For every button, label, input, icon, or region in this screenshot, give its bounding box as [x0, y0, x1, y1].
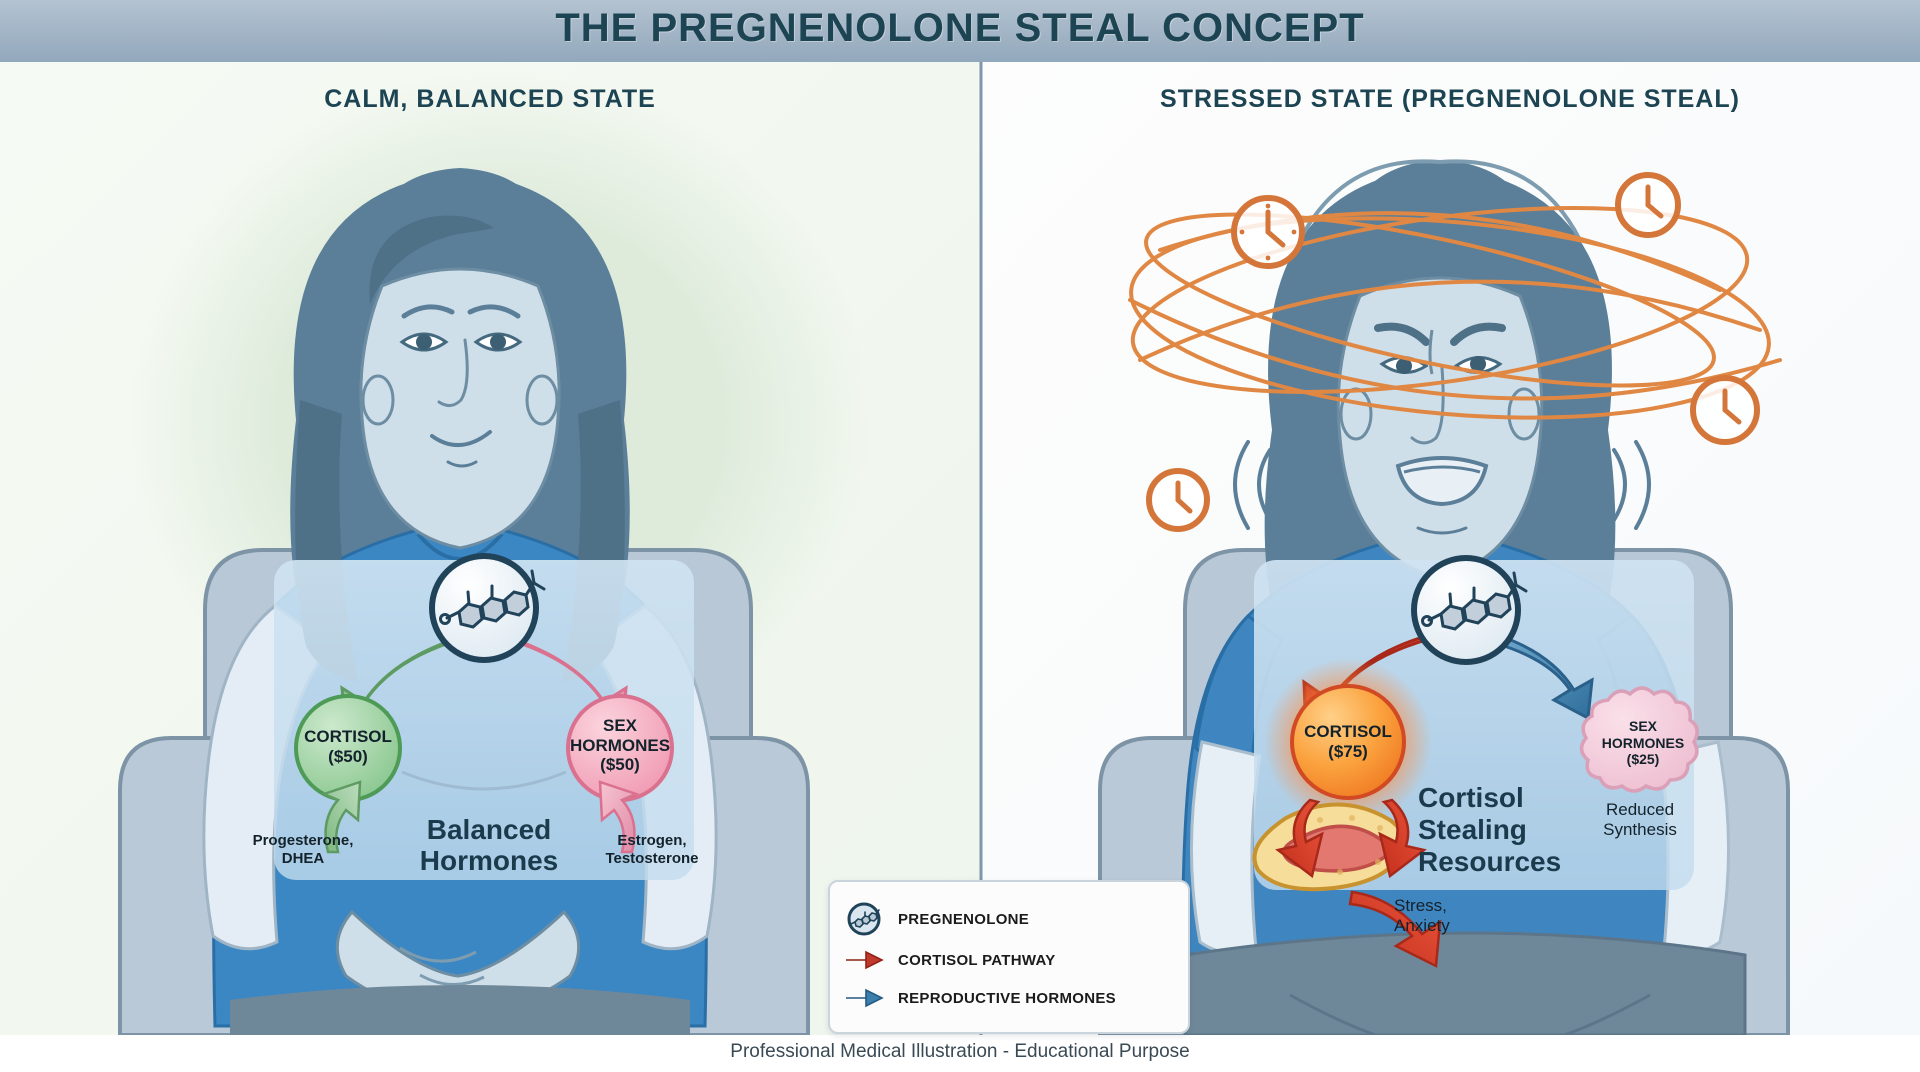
- stress-line2: Anxiety: [1394, 916, 1450, 936]
- legend-item-pregnenolone[interactable]: PREGNENOLONE: [844, 901, 1174, 937]
- hand-line-1: [399, 946, 477, 963]
- legend-box: PREGNENOLONE CORTISOL PATHWAY REPRODUCTI…: [828, 880, 1190, 1034]
- clock-icon-4: [1146, 468, 1210, 532]
- ear-right: [525, 374, 559, 426]
- arm-left-stress: [1189, 740, 1262, 956]
- caption-cortisol-stealing: Cortisol Stealing Resources: [1418, 782, 1608, 879]
- brow-left: [401, 304, 455, 319]
- arrow-gland-right: [1378, 798, 1427, 879]
- reduced-line1: Reduced: [1605, 800, 1675, 819]
- stealing-line3: Resources: [1418, 846, 1562, 878]
- ear-left-stress: [1339, 387, 1373, 441]
- clock-icon-3: [1690, 375, 1760, 445]
- pupil-right-stress: [1470, 356, 1486, 372]
- pregnenolone-molecule-calm: [429, 553, 546, 663]
- stealing-line2: Stealing: [1418, 814, 1527, 846]
- cortisol-name-calm: CORTISOL: [304, 727, 392, 746]
- hair-wisp-2: [1439, 159, 1582, 241]
- calm-card-bg: [274, 560, 694, 880]
- caption-estrogen-line1: Estrogen,: [617, 832, 687, 849]
- sex-amount-stress: ($25): [1626, 751, 1660, 768]
- footer-bar: [0, 1035, 1920, 1072]
- caption-stress-anxiety: Stress, Anxiety: [1394, 896, 1514, 937]
- sex-name2-calm: HORMONES: [569, 735, 671, 755]
- adrenal-gland: [1252, 802, 1407, 892]
- chin-line: [446, 460, 478, 468]
- clock-icon-2: [1615, 172, 1681, 238]
- page-title: THE PREGNENOLONE STEAL CONCEPT: [555, 6, 1365, 50]
- skirt-stress: [1183, 931, 1747, 1037]
- cortisol-name-stress: CORTISOL: [1304, 722, 1392, 741]
- calm-diagram-card: [274, 553, 694, 880]
- caption-estrogen: Estrogen, Testosterone: [570, 832, 734, 868]
- pupil-right: [490, 334, 506, 350]
- teeth-line: [1403, 465, 1481, 474]
- reduced-line2: Synthesis: [1603, 820, 1677, 840]
- legend-item-reproductive-hormones[interactable]: REPRODUCTIVE HORMONES: [844, 983, 1174, 1013]
- stress-clocks: [1146, 172, 1760, 532]
- brow-left-stress: [1374, 322, 1430, 346]
- sex-name-stress: SEX: [1628, 718, 1657, 734]
- ear-left: [361, 374, 395, 426]
- cortisol-node-stress: [1290, 684, 1406, 800]
- stressed-diagram-card: [1252, 555, 1699, 968]
- caption-progesterone-line1: Progesterone,: [252, 832, 354, 849]
- molecule-icon: [847, 902, 881, 936]
- legend-label-cortisol-pathway: CORTISOL PATHWAY: [898, 951, 1056, 969]
- sex-hormones-node-stress: [1579, 686, 1699, 793]
- sex-name2-stress: HORMONES: [1601, 734, 1685, 751]
- skirt: [230, 985, 690, 1035]
- pupil-left: [416, 334, 432, 350]
- hair-part: [369, 215, 494, 304]
- panel-heading-stressed: STRESSED STATE (PREGNENOLONE STEAL): [1160, 85, 1740, 113]
- hair-front-stress: [1340, 160, 1540, 312]
- nose: [437, 338, 469, 407]
- arrow-stress-anxiety: [1348, 890, 1442, 968]
- pregnenolone-molecule-stress: [1411, 555, 1528, 665]
- legend-item-cortisol-pathway[interactable]: CORTISOL PATHWAY: [844, 945, 1174, 975]
- header-bar: [0, 0, 1920, 62]
- balanced-line2: Hormones: [419, 845, 559, 877]
- stealing-line1: Cortisol: [1418, 782, 1524, 813]
- frown-line: [1428, 329, 1434, 375]
- arrow-progesterone: [320, 780, 362, 854]
- footer-caption: Professional Medical Illustration - Educ…: [730, 1041, 1190, 1062]
- mouth-smile: [430, 430, 492, 448]
- cortisol-amount-stress: ($75): [1328, 741, 1368, 761]
- clock-icon-1: [1231, 195, 1305, 269]
- panel-heading-calm: CALM, BALANCED STATE: [324, 85, 656, 113]
- brow-right: [467, 304, 521, 319]
- legend-label-reproductive-hormones: REPRODUCTIVE HORMONES: [898, 989, 1116, 1007]
- ear-right-stress: [1507, 387, 1541, 441]
- caption-balanced-hormones: Balanced Hormones: [396, 814, 582, 877]
- cortisol-amount-calm: ($50): [328, 746, 368, 766]
- red-arrow-icon: [846, 950, 884, 970]
- sex-hormones-label-calm: SEX HORMONES ($50): [558, 716, 682, 775]
- hair-front: [365, 168, 555, 300]
- cortisol-label-calm: CORTISOL ($50): [288, 727, 408, 766]
- sex-amount-calm: ($50): [600, 755, 640, 775]
- sex-hormones-label-stress: SEX HORMONES ($25): [1588, 718, 1698, 768]
- caption-reduced-synthesis: Reduced Synthesis: [1570, 800, 1710, 841]
- cortisol-label-stress: CORTISOL ($75): [1288, 722, 1408, 761]
- chin-line-stress: [1416, 526, 1468, 535]
- arrow-gland-left: [1275, 798, 1324, 879]
- shake-marks: [1233, 440, 1651, 530]
- arrow-reproductive-pathway: [1496, 634, 1594, 721]
- balance-connector: [401, 770, 567, 791]
- stress-line1: Stress,: [1394, 896, 1447, 915]
- brow-right-stress: [1450, 322, 1506, 346]
- sex-name-calm: SEX: [602, 716, 638, 735]
- legend-label-pregnenolone: PREGNENOLONE: [898, 910, 1030, 928]
- balanced-line1: Balanced: [426, 814, 552, 845]
- caption-estrogen-line2: Testosterone: [605, 850, 699, 867]
- arrow-estrogen: [598, 780, 640, 854]
- pupil-left-stress: [1396, 358, 1412, 374]
- stress-swirls: [1128, 206, 1782, 420]
- caption-progesterone-line2: DHEA: [281, 850, 325, 867]
- blue-arrow-icon: [846, 988, 884, 1008]
- caption-progesterone: Progesterone, DHEA: [228, 832, 378, 868]
- hand-line-2: [419, 973, 485, 987]
